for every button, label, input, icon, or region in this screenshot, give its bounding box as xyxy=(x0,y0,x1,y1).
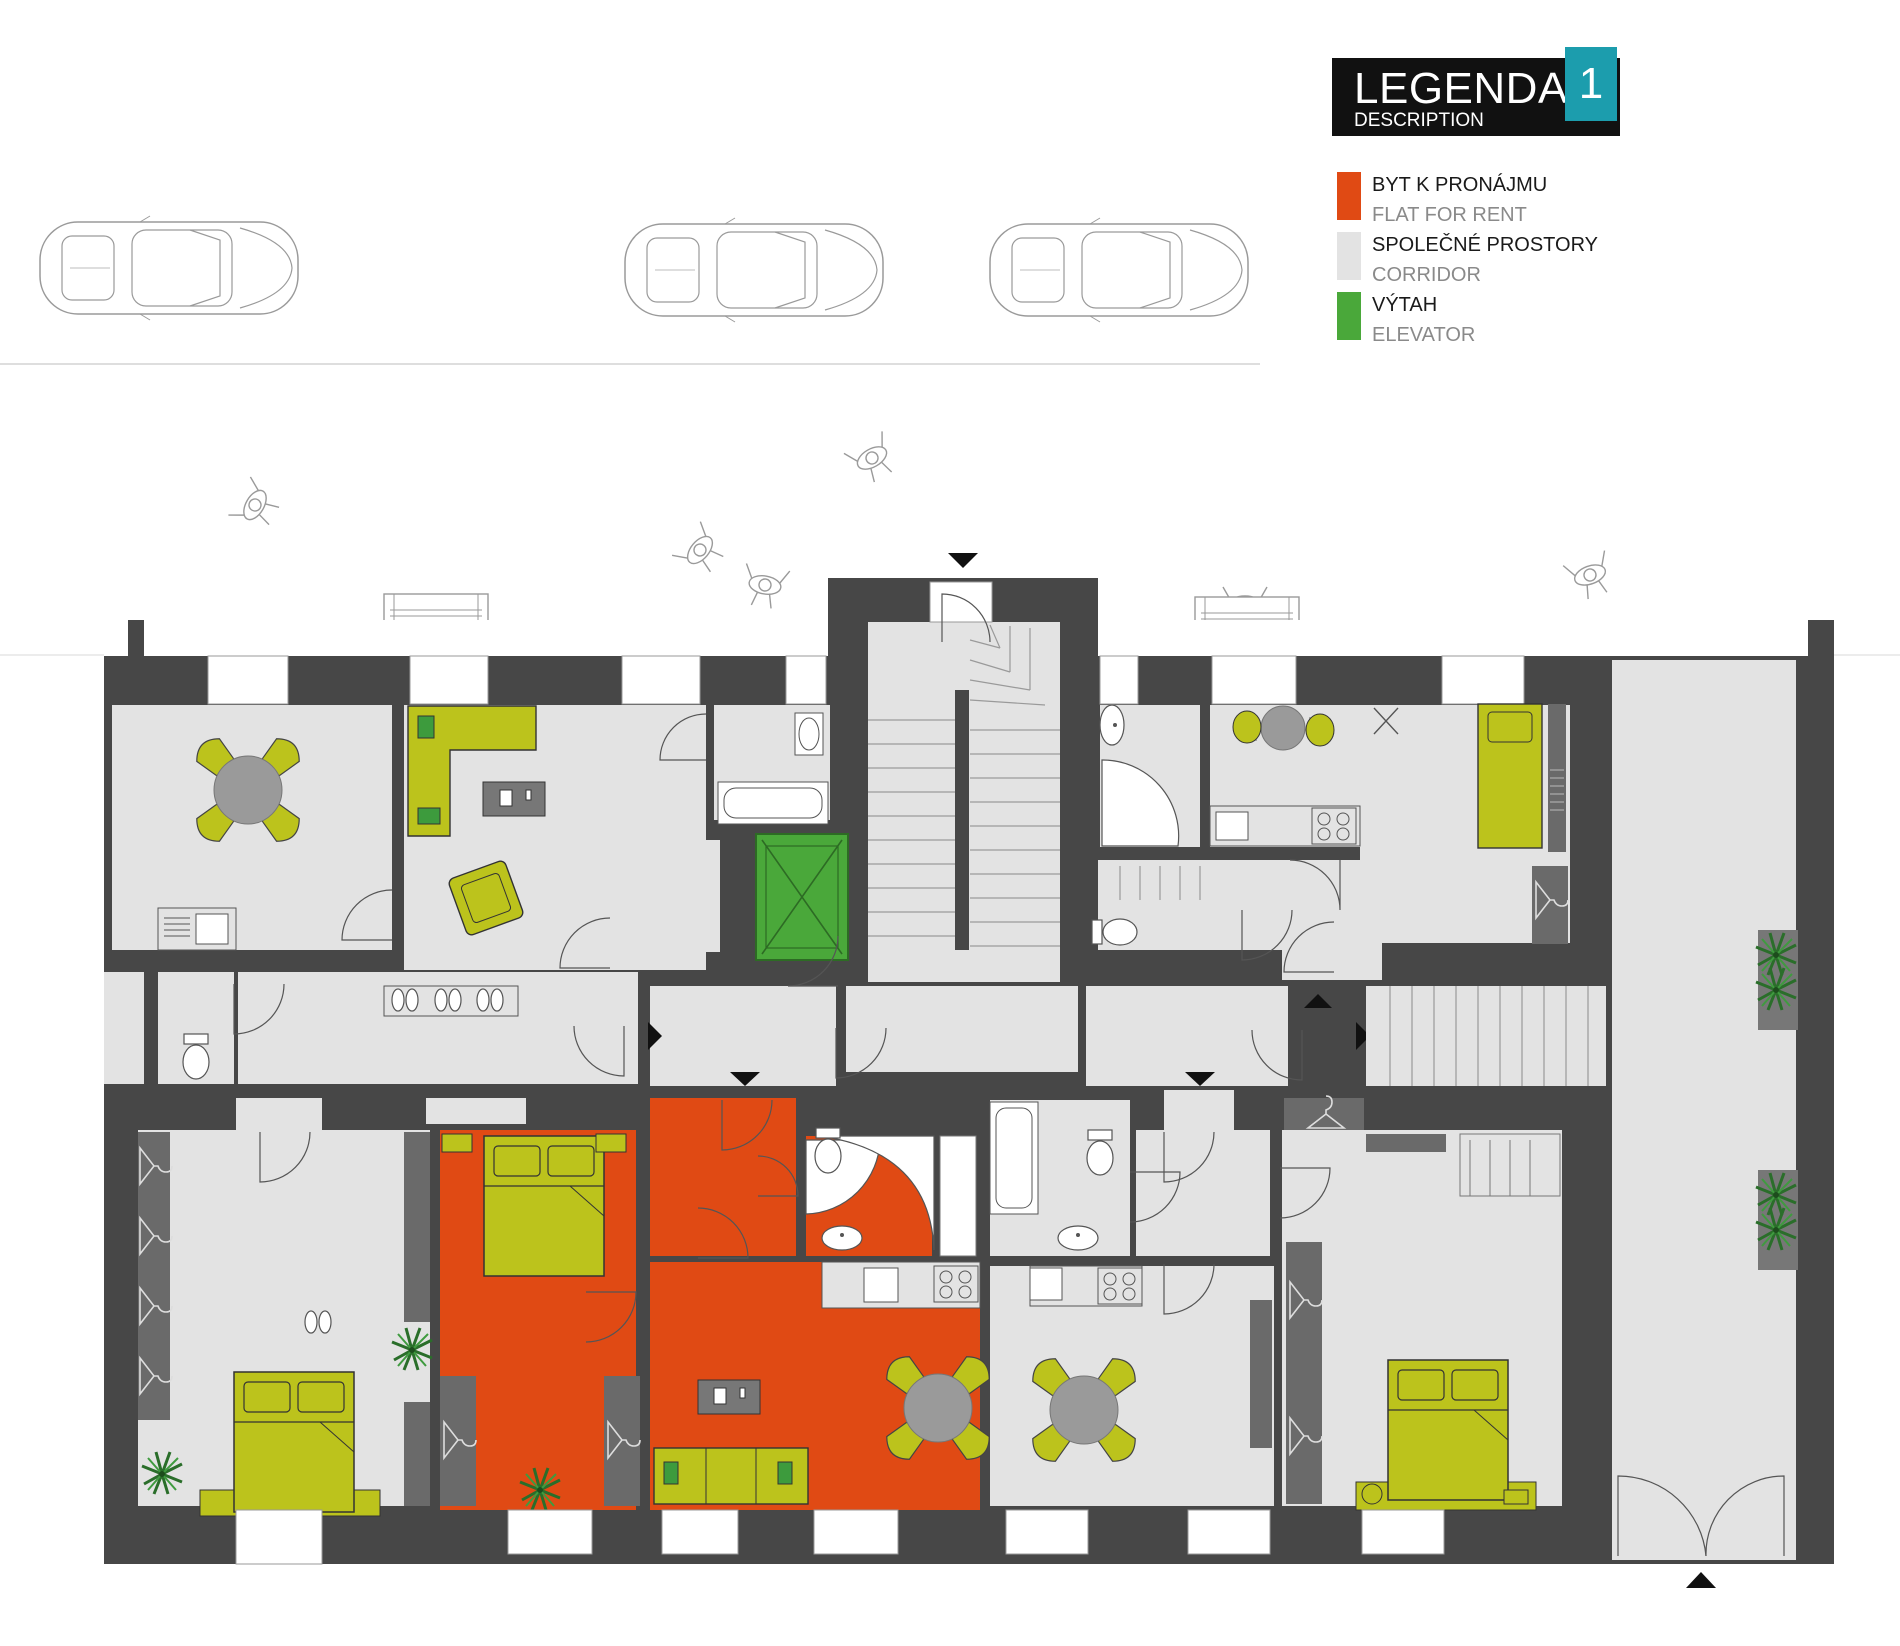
entrance-arrow-icon xyxy=(948,553,978,568)
legend-label: VÝTAH xyxy=(1372,294,1438,316)
entrance-arrow-icon xyxy=(1185,1072,1215,1086)
pedestrian-icon xyxy=(1562,549,1619,604)
entrance-arrow-icon xyxy=(1356,1022,1370,1050)
entrance-arrow-icon xyxy=(1686,1572,1716,1588)
entrance-arrow-icon xyxy=(730,1072,760,1086)
legend-swatch-corridor xyxy=(1337,232,1361,280)
pedestrian-icon xyxy=(738,562,791,612)
legend-title: LEGENDA xyxy=(1354,64,1568,113)
legend-label-en: ELEVATOR xyxy=(1372,324,1476,346)
legend-label: BYT K PRONÁJMU xyxy=(1372,174,1548,196)
pedestrian-icon xyxy=(843,430,903,489)
legend-subtitle: DESCRIPTION xyxy=(1354,110,1484,131)
pedestrian-icon xyxy=(227,476,286,536)
car-icon xyxy=(624,217,884,323)
legend-swatch-flat xyxy=(1337,172,1361,220)
legend-swatch-elevator xyxy=(1337,292,1361,340)
entrance-arrow-icon xyxy=(1304,994,1332,1008)
entrance-arrow-icon xyxy=(648,1022,662,1050)
car-icon xyxy=(39,215,299,321)
pedestrian-icon xyxy=(671,520,732,582)
legend-number: 1 xyxy=(1565,47,1617,121)
legend-label-en: FLAT FOR RENT xyxy=(1372,204,1527,226)
legend-label: SPOLEČNÉ PROSTORY xyxy=(1372,234,1598,256)
legend-label-en: CORRIDOR xyxy=(1372,264,1481,286)
car-icon xyxy=(989,217,1249,323)
